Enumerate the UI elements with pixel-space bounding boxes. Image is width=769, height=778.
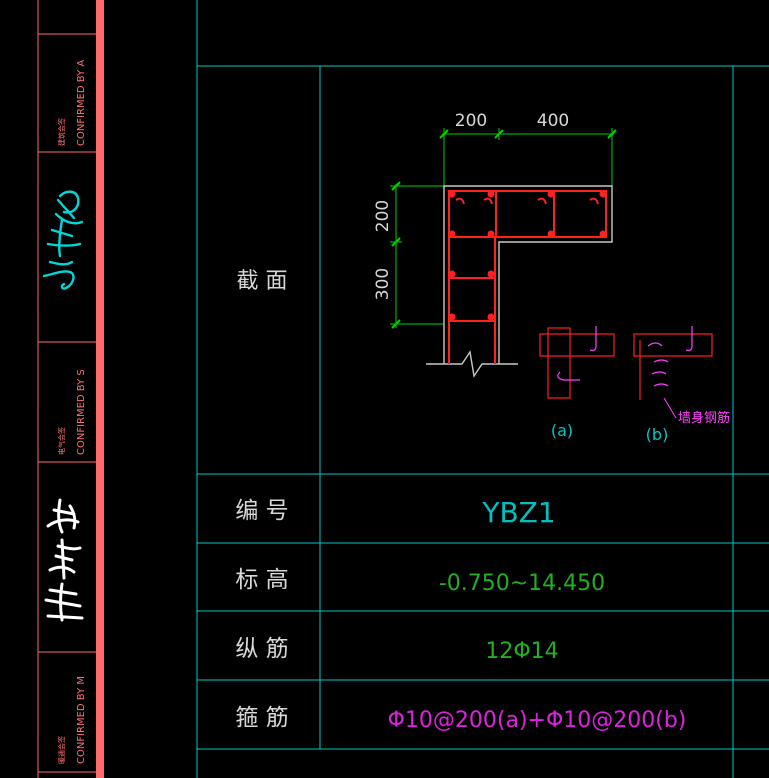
section-drawing: 200 400 200 300 bbox=[373, 111, 730, 444]
detail-a-drawing bbox=[539, 326, 615, 399]
signature-1-mark bbox=[42, 190, 84, 290]
confirm-a-label: CONFIRMED BY A bbox=[76, 60, 87, 146]
column-outline bbox=[426, 185, 613, 378]
row-label-id: 编 号 bbox=[235, 498, 288, 524]
dim-top-left: 200 bbox=[455, 111, 487, 131]
confirm-s-role: 电气会签 bbox=[57, 427, 66, 455]
dim-side-bottom: 300 bbox=[373, 268, 393, 300]
confirm-m-role: 暖通会签 bbox=[57, 736, 66, 764]
dimension-lines bbox=[390, 128, 617, 329]
title-strip: CONFIRMED BY A 建筑会签 CONFIRMED BY S 电气会签 … bbox=[37, 0, 104, 778]
row-label-elevation: 标 高 bbox=[235, 567, 288, 593]
detail-a-label: (a) bbox=[551, 421, 573, 440]
rebar-bars bbox=[448, 190, 607, 321]
confirm-s-label: CONFIRMED BY S bbox=[76, 369, 87, 455]
detail-b-label: (b) bbox=[646, 425, 669, 444]
detail-b-drawing bbox=[633, 326, 713, 419]
row-label-stirrups: 箍 筋 bbox=[235, 705, 288, 731]
property-rows: 编 号 YBZ1 标 高 -0.750~14.450 纵 筋 12Φ14 箍 筋… bbox=[235, 496, 686, 733]
dim-top-right: 400 bbox=[537, 111, 569, 131]
row-value-stirrups: Φ10@200(a)+Φ10@200(b) bbox=[388, 708, 687, 733]
row-value-elevation: -0.750~14.450 bbox=[439, 571, 605, 596]
confirm-a-role: 建筑会签 bbox=[57, 118, 66, 146]
strip-border-right bbox=[96, 0, 104, 778]
section-label: 截 面 bbox=[237, 269, 288, 294]
table-frame bbox=[196, 0, 769, 778]
row-value-long-bars: 12Φ14 bbox=[485, 639, 558, 664]
wall-rebar-note: 墙身钢筋 bbox=[678, 410, 730, 426]
dim-side-top: 200 bbox=[373, 200, 393, 232]
confirm-m-label: CONFIRMED BY M bbox=[76, 676, 87, 764]
signature-2-mark bbox=[44, 498, 84, 622]
row-label-long-bars: 纵 筋 bbox=[235, 636, 288, 662]
row-value-id: YBZ1 bbox=[481, 496, 555, 529]
rebar-cage bbox=[448, 190, 607, 364]
